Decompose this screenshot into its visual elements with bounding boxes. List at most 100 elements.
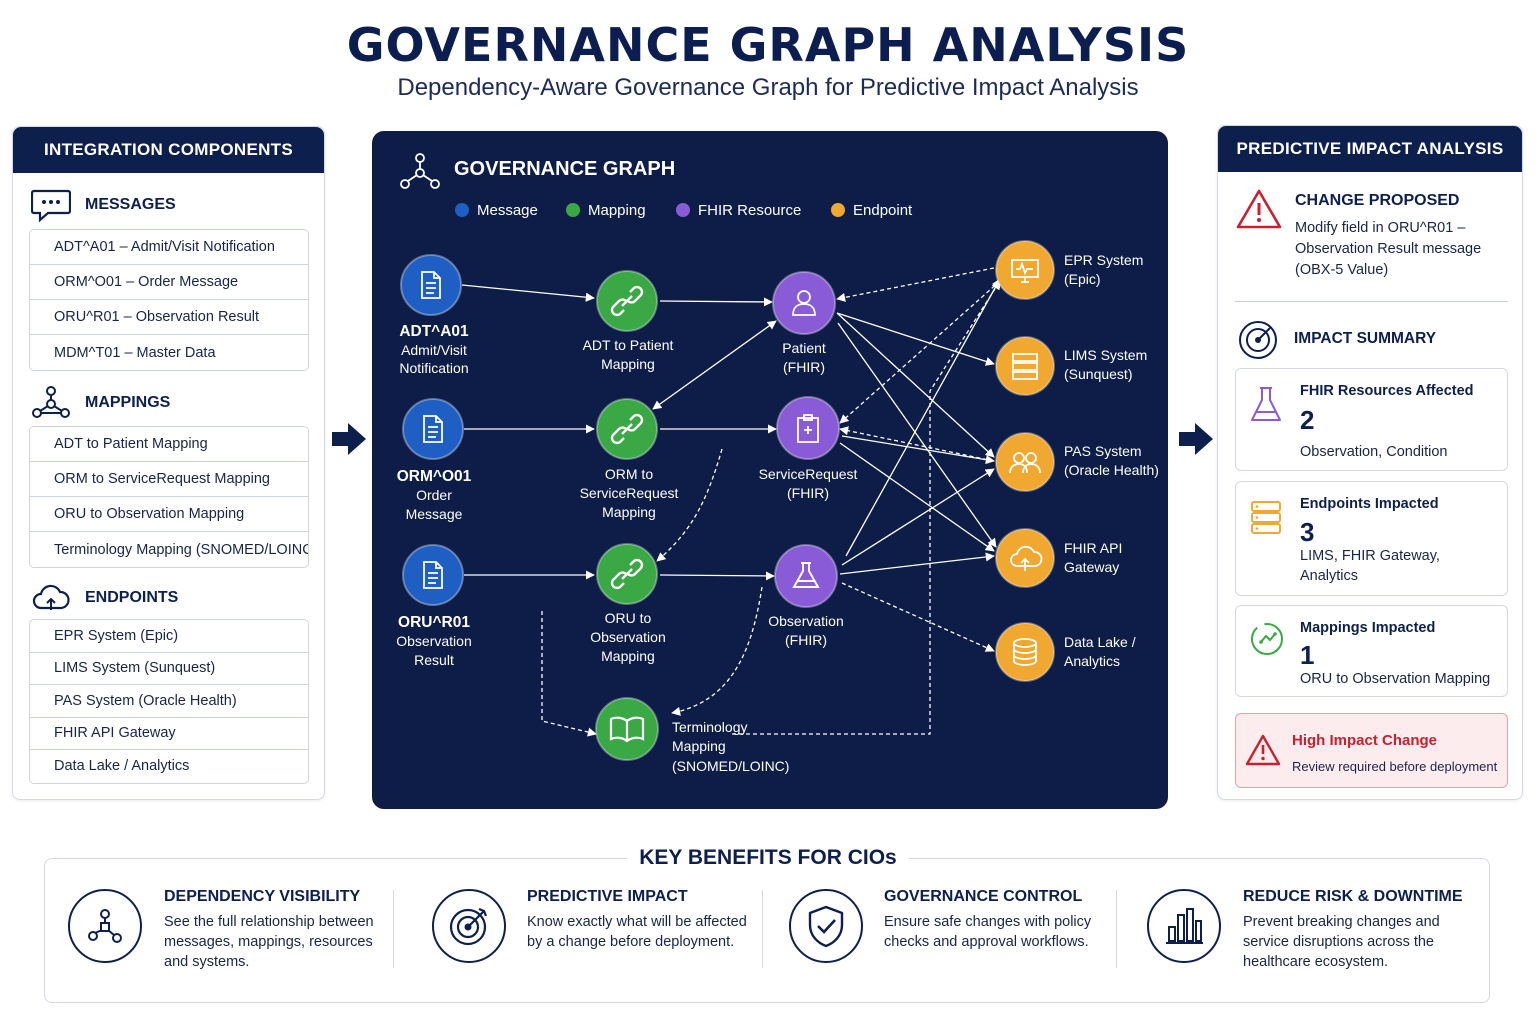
legend-swatch-endpoint bbox=[831, 203, 845, 217]
alert-desc: Review required before deployment bbox=[1292, 759, 1498, 774]
benefit-desc-line: and systems. bbox=[164, 954, 250, 970]
list-item[interactable]: ORM^O01 – Order Message bbox=[30, 265, 308, 300]
mappings-impacted-card[interactable]: Mappings Impacted 1 ORU to Observation M… bbox=[1235, 605, 1508, 697]
endpoint-label: Data Lake / bbox=[1064, 634, 1136, 650]
page-subtitle: Dependency-Aware Governance Graph for Pr… bbox=[397, 74, 1139, 101]
message-code: ADT^A01 bbox=[399, 323, 469, 340]
list-item[interactable]: PAS System (Oracle Health) bbox=[30, 685, 308, 718]
card-desc: LIMS, FHIR Gateway, Analytics bbox=[1300, 546, 1440, 586]
orm-servicerequest-mapping-glyph-icon bbox=[610, 413, 644, 445]
mapping-label: ORU to bbox=[605, 610, 652, 626]
oru-observation-mapping-node[interactable] bbox=[596, 543, 658, 605]
resource-label: Patient bbox=[782, 340, 826, 356]
change-desc-line: Observation Result message bbox=[1295, 241, 1482, 257]
benefit-governance-control: GOVERNANCE CONTROL Ensure safe changes w… bbox=[884, 888, 1091, 952]
mapping-label: ADT to Patient bbox=[583, 337, 674, 353]
pas-endpoint-node[interactable] bbox=[995, 432, 1055, 492]
endpoint-labels: EPR System (Epic) LIMS System (Sunquest)… bbox=[1064, 252, 1159, 669]
benefit-desc-line: See the full relationship between bbox=[164, 914, 374, 930]
mapping-labels: ADT to Patient Mapping ORM to ServiceReq… bbox=[580, 337, 790, 774]
orm-servicerequest-mapping-node[interactable] bbox=[596, 398, 658, 460]
endpoints-impacted-card[interactable]: Endpoints Impacted 3 LIMS, FHIR Gateway,… bbox=[1235, 481, 1508, 596]
list-item[interactable]: MDM^T01 – Master Data bbox=[54, 344, 216, 361]
change-proposed-desc: Modify field in ORU^R01 – Observation Re… bbox=[1295, 218, 1481, 281]
adt-patient-mapping-glyph-icon bbox=[610, 285, 644, 317]
mapping-label: ORM to bbox=[605, 466, 653, 482]
data-lake-endpoint-glyph-icon bbox=[1013, 638, 1037, 666]
endpoint-label: (Epic) bbox=[1064, 271, 1101, 287]
list-item[interactable]: Data Lake / Analytics bbox=[54, 758, 190, 775]
predictive-impact-panel: PREDICTIVE IMPACT ANALYSIS CHANGE PROPOS… bbox=[1217, 125, 1523, 800]
oru-r01-message-node[interactable] bbox=[402, 544, 464, 606]
mapping-label: Mapping bbox=[601, 356, 655, 372]
divider bbox=[762, 890, 763, 968]
list-item[interactable]: ORU^R01 – Observation Result bbox=[30, 300, 308, 335]
alert-triangle-icon bbox=[1246, 734, 1280, 766]
terminology-mapping-node[interactable] bbox=[595, 697, 659, 761]
message-label: Observation bbox=[396, 633, 471, 649]
servicerequest-resource-node[interactable] bbox=[776, 396, 840, 460]
benefit-predictive-impact: PREDICTIVE IMPACT Know exactly what will… bbox=[527, 888, 747, 952]
list-item[interactable]: ADT^A01 – Admit/Visit Notification bbox=[30, 230, 308, 265]
card-desc-line: Analytics bbox=[1300, 568, 1359, 584]
adt-a01-message-node[interactable] bbox=[400, 254, 462, 316]
data-lake-endpoint-node[interactable] bbox=[995, 622, 1055, 682]
graph-legend: Message Mapping FHIR Resource Endpoint bbox=[455, 202, 913, 219]
fhir-gateway-endpoint-node[interactable] bbox=[995, 528, 1055, 588]
epr-endpoint-node[interactable] bbox=[995, 240, 1055, 300]
sync-mapping-icon bbox=[1251, 623, 1283, 655]
benefit-desc-line: checks and approval workflows. bbox=[884, 934, 1089, 950]
epr-endpoint-glyph-icon bbox=[1011, 259, 1039, 283]
oru-observation-mapping-glyph-icon bbox=[610, 558, 644, 590]
terminology-mapping-glyph-icon bbox=[609, 716, 645, 743]
message-label: Order bbox=[416, 487, 452, 503]
high-impact-alert[interactable]: High Impact Change Review required befor… bbox=[1235, 713, 1508, 788]
message-label: Result bbox=[414, 652, 454, 668]
fhir-resources-card[interactable]: FHIR Resources Affected 2 Observation, C… bbox=[1235, 368, 1508, 471]
mapping-label: Mapping bbox=[601, 648, 655, 664]
bar-chart-icon bbox=[1147, 889, 1221, 963]
change-desc-line: (OBX-5 Value) bbox=[1295, 262, 1389, 278]
endpoints-list: EPR System (Epic) LIMS System (Sunquest)… bbox=[29, 619, 309, 784]
shield-check-icon bbox=[789, 889, 863, 963]
graph-edges bbox=[461, 267, 1001, 737]
orm-o01-message-node[interactable] bbox=[402, 398, 464, 460]
target-icon bbox=[1239, 321, 1277, 359]
benefit-reduce-risk: REDUCE RISK & DOWNTIME Prevent breaking … bbox=[1243, 888, 1463, 972]
card-count: 1 bbox=[1300, 640, 1315, 670]
observation-resource-node[interactable] bbox=[774, 544, 838, 608]
mapping-label: (SNOMED/LOINC) bbox=[672, 758, 789, 774]
patient-resource-glyph-icon bbox=[792, 290, 816, 316]
benefit-desc-line: by a change before deployment. bbox=[527, 934, 735, 950]
adt-patient-mapping-node[interactable] bbox=[596, 270, 658, 332]
oru-r01-message-glyph-icon bbox=[423, 561, 443, 589]
divider bbox=[1116, 890, 1117, 968]
list-item[interactable]: ADT to Patient Mapping bbox=[30, 427, 308, 462]
card-title: Endpoints Impacted bbox=[1300, 496, 1439, 512]
list-item[interactable]: Terminology Mapping (SNOMED/LOINC) bbox=[54, 541, 309, 558]
list-item[interactable]: LIMS System (Sunquest) bbox=[30, 653, 308, 685]
benefit-dependency-visibility: DEPENDENCY VISIBILITY See the full relat… bbox=[164, 888, 374, 972]
list-item[interactable]: EPR System (Epic) bbox=[30, 620, 308, 653]
endpoint-label: Analytics bbox=[1064, 653, 1120, 669]
divider bbox=[393, 890, 394, 968]
fhir-gateway-endpoint-glyph-icon bbox=[1010, 545, 1043, 571]
mapping-label: Mapping bbox=[602, 504, 656, 520]
mapping-label: Mapping bbox=[672, 738, 726, 754]
patient-resource-node[interactable] bbox=[772, 271, 836, 335]
resource-label: Observation bbox=[768, 613, 843, 629]
list-item[interactable]: ORU to Observation Mapping bbox=[30, 497, 308, 532]
endpoint-label: EPR System bbox=[1064, 252, 1143, 268]
impact-summary-title: IMPACT SUMMARY bbox=[1294, 330, 1437, 347]
network-icon bbox=[32, 386, 70, 418]
legend-label: Mapping bbox=[588, 202, 646, 219]
benefit-desc-line: healthcare ecosystem. bbox=[1243, 954, 1389, 970]
servicerequest-resource-glyph-icon bbox=[797, 414, 819, 443]
list-item[interactable]: FHIR API Gateway bbox=[30, 718, 308, 750]
benefit-desc-line: messages, mappings, resources bbox=[164, 934, 373, 950]
list-item[interactable]: ORM to ServiceRequest Mapping bbox=[30, 462, 308, 497]
message-code: ORU^R01 bbox=[398, 614, 470, 631]
cloud-upload-icon bbox=[32, 584, 70, 610]
dependency-visibility-icon bbox=[68, 889, 142, 963]
lims-endpoint-node[interactable] bbox=[995, 336, 1055, 396]
